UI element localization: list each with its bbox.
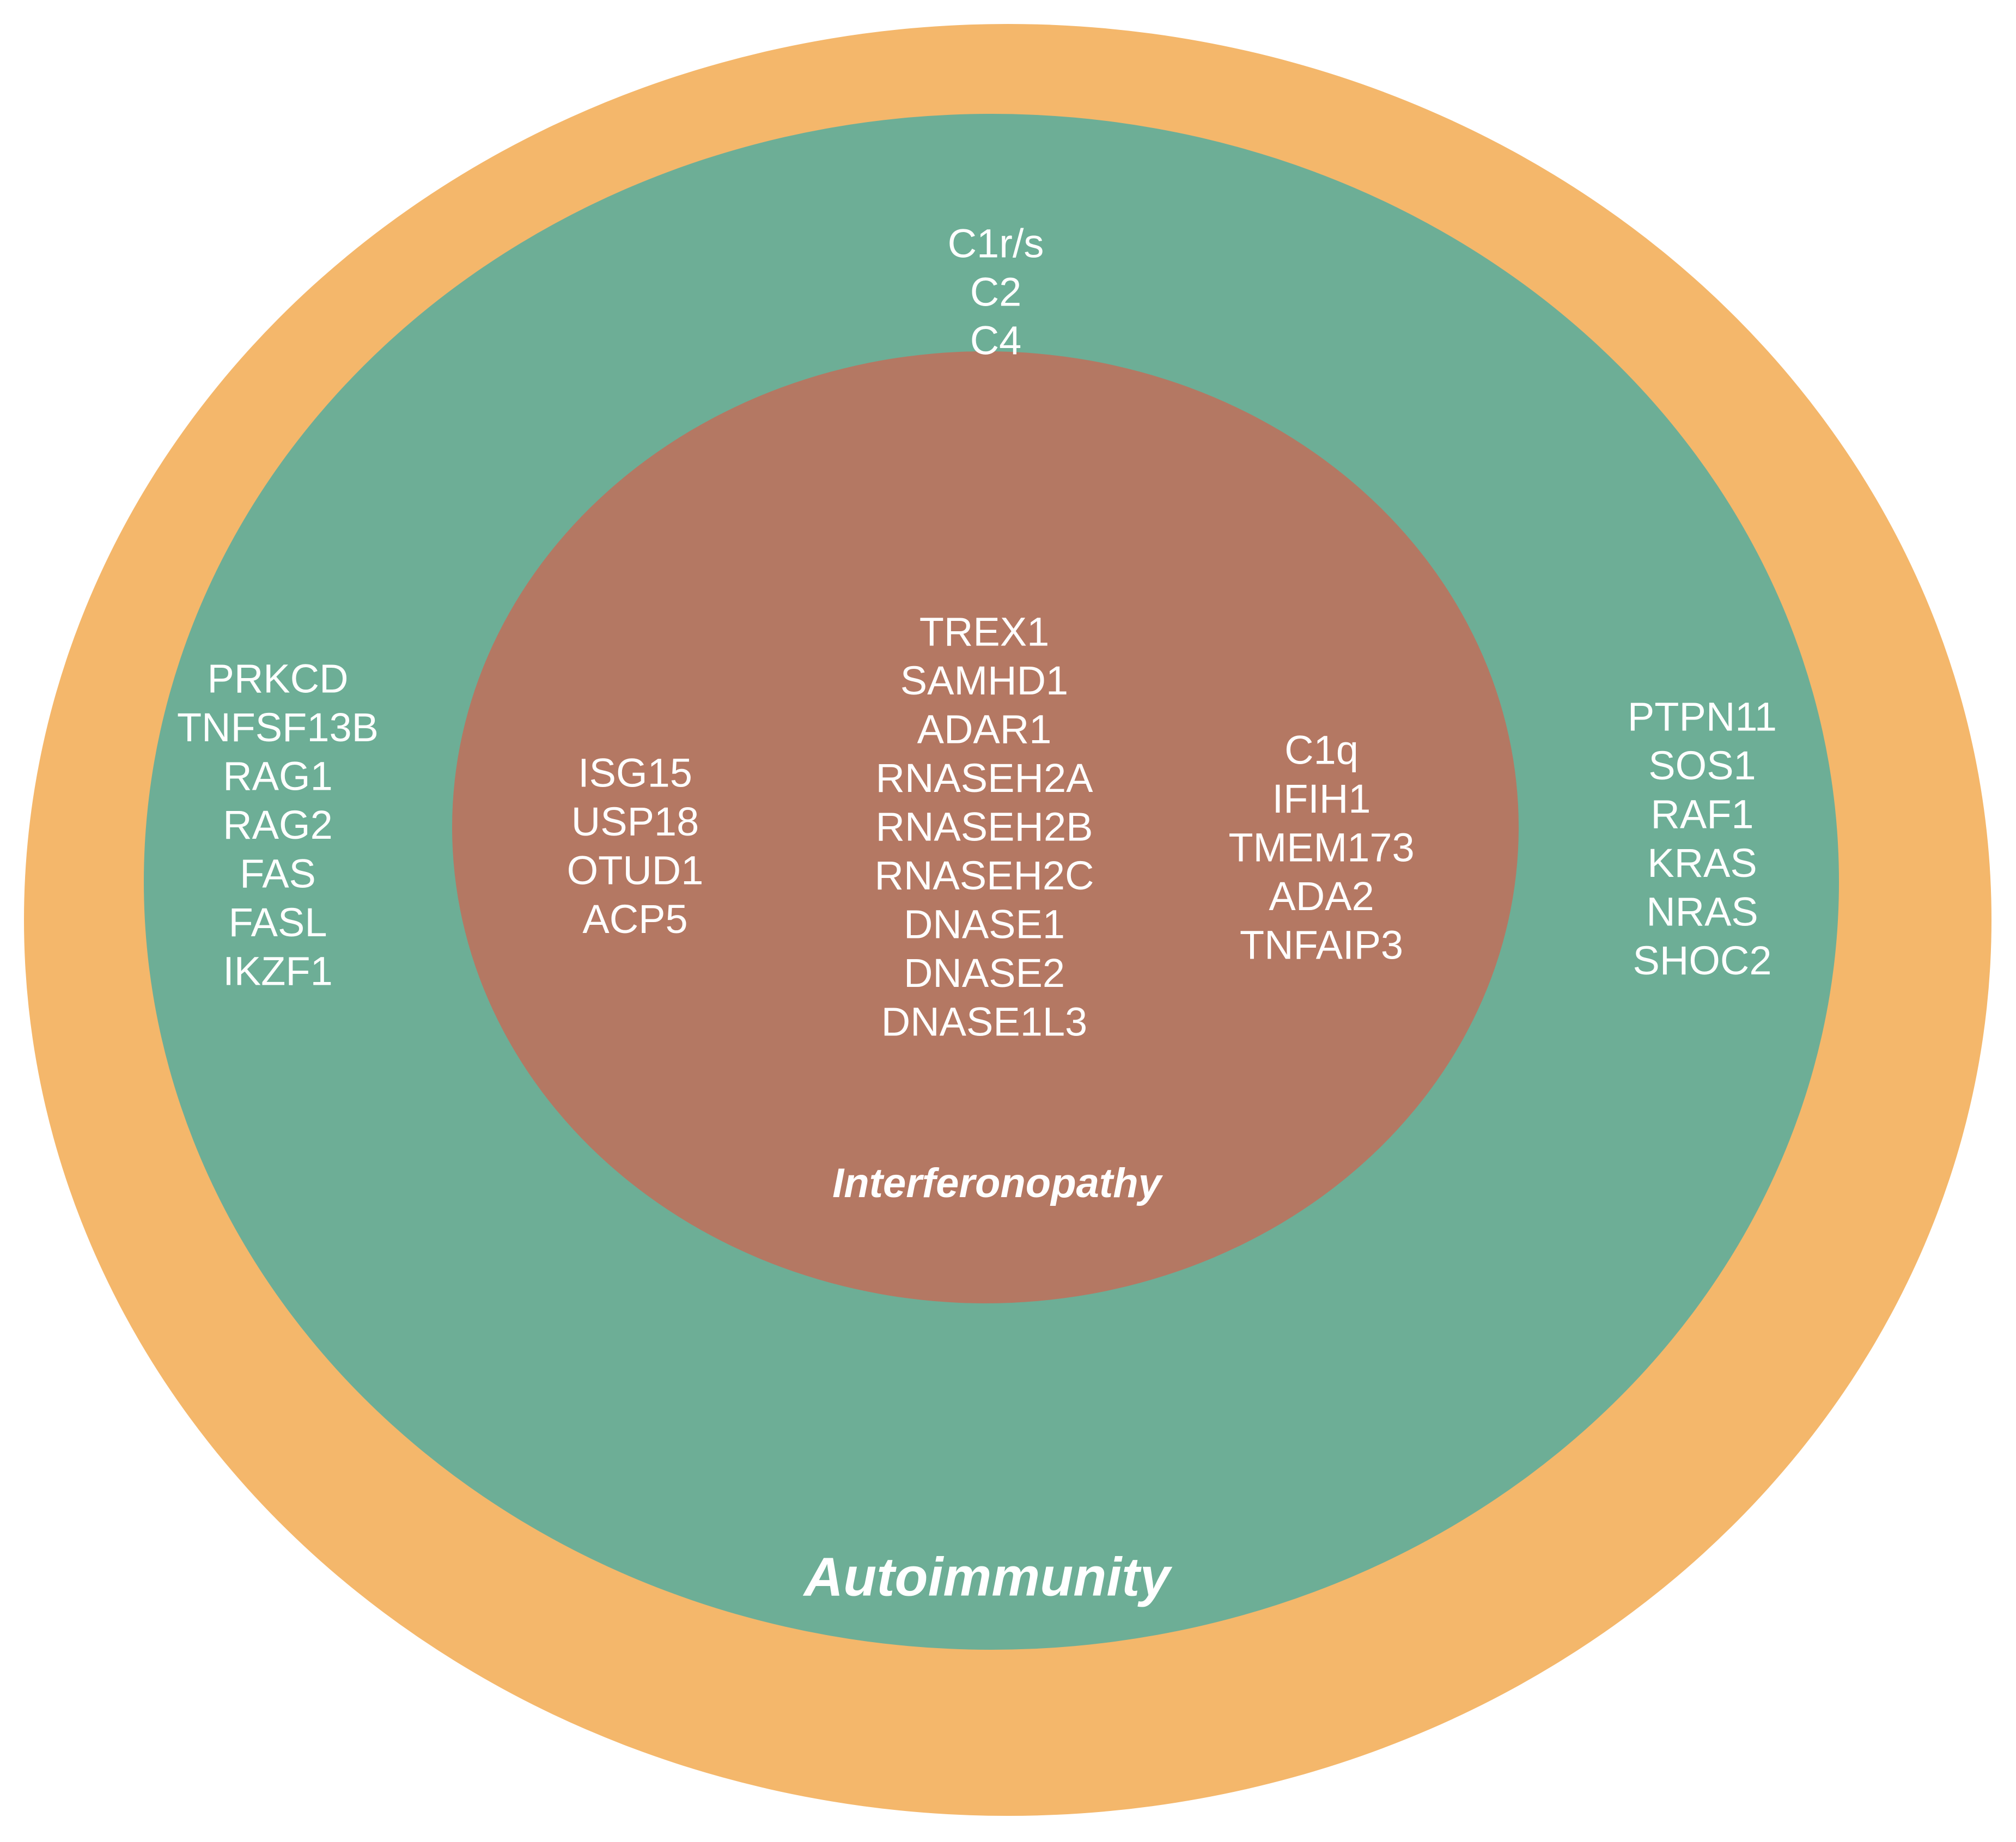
gene-label: USP18 (571, 799, 699, 844)
gene-label: SHOC2 (1633, 938, 1772, 983)
gene-label: TREX1 (919, 609, 1050, 655)
gene-label: DNASE1 (904, 902, 1065, 947)
gene-label: RNASEH2A (876, 755, 1094, 801)
gene-label: RNASEH2B (876, 804, 1093, 850)
interferonopathy-label: Interferonopathy (832, 1160, 1164, 1206)
gene-list-inner-center: TREX1SAMHD1ADAR1RNASEH2ARNASEH2BRNASEH2C… (875, 609, 1094, 1045)
gene-label: ADA2 (1269, 874, 1374, 919)
gene-label: KRAS (1647, 840, 1757, 886)
gene-label: SAMHD1 (900, 658, 1068, 703)
gene-label: C1q (1284, 728, 1359, 773)
gene-label: TMEM173 (1228, 825, 1414, 870)
gene-label: IKZF1 (223, 949, 332, 994)
gene-label: FASL (229, 900, 327, 945)
gene-label: C2 (970, 270, 1022, 315)
gene-label: FAS (240, 851, 316, 896)
gene-label: NRAS (1646, 889, 1758, 935)
inner-core-interferonopathy (452, 351, 1519, 1303)
gene-label: OTUD1 (567, 848, 704, 893)
gene-label: TNFAIP3 (1240, 923, 1403, 968)
gene-label: TNFSF13B (177, 705, 379, 750)
gene-label: DNASE2 (904, 950, 1065, 996)
gene-label: SOS1 (1648, 743, 1756, 788)
gene-label: ISG15 (578, 751, 692, 796)
gene-label: RAG1 (223, 754, 333, 799)
gene-label: RNASEH2C (875, 853, 1094, 898)
gene-label: PRKCD (207, 656, 348, 702)
gene-label: RAF1 (1650, 792, 1753, 837)
gene-label: PTPN11 (1628, 694, 1777, 740)
gene-label: DNASE1L3 (881, 999, 1087, 1045)
gene-label: ADAR1 (917, 707, 1052, 752)
gene-label: C1r/s (948, 221, 1044, 266)
gene-label: RAG2 (223, 802, 333, 847)
gene-label: C4 (970, 318, 1022, 363)
gene-label: IFIH1 (1272, 776, 1371, 821)
autoimmunity-label: Autoimmunity (802, 1546, 1173, 1607)
gene-label: ACP5 (582, 896, 687, 942)
